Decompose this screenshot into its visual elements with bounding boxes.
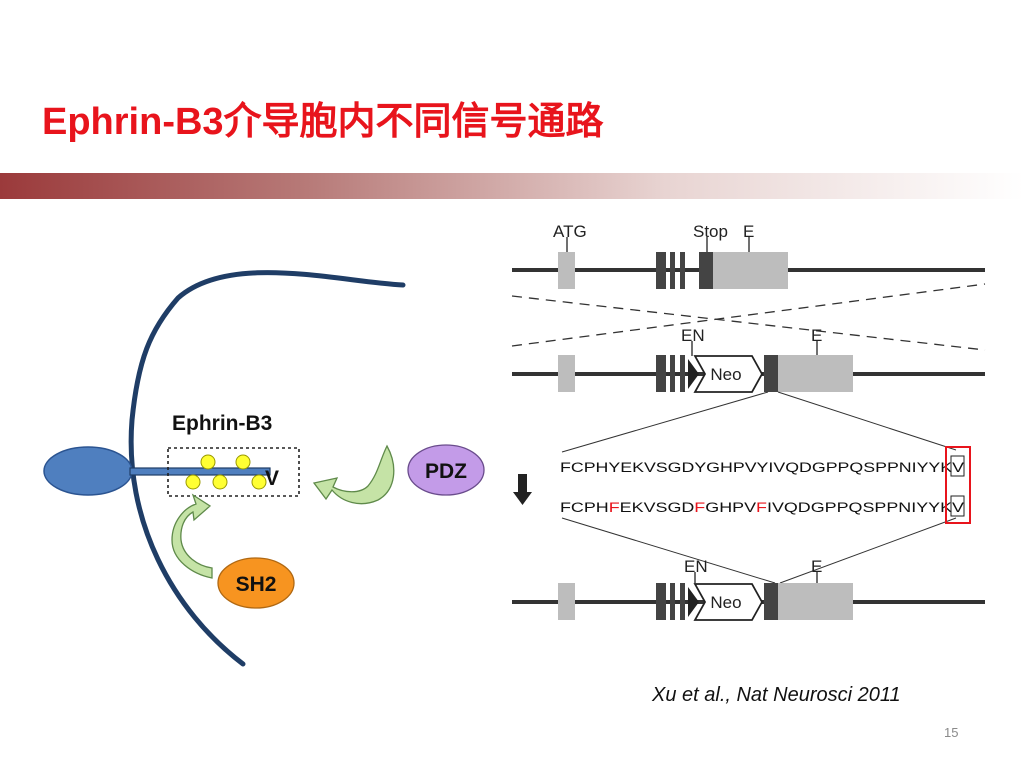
mutated-residue: F bbox=[694, 500, 705, 516]
e-label: E bbox=[811, 557, 822, 576]
exon-block bbox=[656, 355, 666, 392]
wild-type-sequence: FCPHYEKVSGDYGHPVYIVQDGPPQSPPNIYYKV bbox=[560, 460, 965, 476]
ephrin-b3-tail-bar bbox=[129, 467, 271, 476]
exon-block bbox=[670, 252, 675, 289]
neo-cassette bbox=[693, 355, 764, 393]
neo-label: Neo bbox=[710, 365, 741, 384]
exon-block bbox=[558, 583, 575, 620]
stop-label: Stop bbox=[693, 222, 728, 241]
title-gradient-bar bbox=[0, 173, 1024, 199]
exon-block bbox=[558, 355, 575, 392]
slide-title: Ephrin-B3介导胞内不同信号通路 bbox=[42, 101, 604, 143]
exon-block bbox=[680, 583, 685, 620]
ephrin-b3-label: Ephrin-B3 bbox=[172, 412, 272, 435]
exon-block bbox=[764, 583, 778, 620]
neo-cassette bbox=[693, 583, 764, 621]
cell-membrane-curve bbox=[128, 270, 406, 667]
exon-block bbox=[670, 355, 675, 392]
terminal-valine-label: V bbox=[265, 467, 279, 490]
sequence-segment: GHPV bbox=[705, 500, 756, 516]
tyrosine-dot bbox=[200, 454, 216, 470]
highlight-box bbox=[945, 446, 971, 524]
last-exon bbox=[778, 583, 853, 620]
last-exon bbox=[778, 355, 853, 392]
atg-label: ATG bbox=[553, 222, 587, 241]
en-triangle bbox=[688, 359, 699, 389]
tyrosine-dot bbox=[251, 474, 267, 490]
en-triangle bbox=[688, 587, 699, 617]
tyrosine-dot bbox=[185, 474, 201, 490]
zoom-line bbox=[777, 391, 957, 451]
zoom-line bbox=[561, 391, 769, 453]
e-label: E bbox=[811, 326, 822, 345]
wild-type-locus: ATG Stop E bbox=[512, 222, 985, 289]
tyrosine-dot bbox=[235, 454, 251, 470]
terminal-v-box bbox=[950, 495, 965, 517]
crossover-dashed-line bbox=[511, 295, 986, 351]
sh2-domain-oval bbox=[217, 557, 295, 609]
tyrosine-dot bbox=[212, 474, 228, 490]
sh2-label: SH2 bbox=[236, 573, 277, 596]
targeted-allele: Neo EN E bbox=[512, 557, 985, 621]
exon-block bbox=[680, 355, 685, 392]
atg-exon bbox=[558, 252, 575, 289]
targeting-vector: Neo EN E bbox=[512, 326, 985, 393]
crossover-dashed-line bbox=[511, 283, 986, 347]
exon-block bbox=[680, 252, 685, 289]
en-label: EN bbox=[684, 557, 708, 576]
zoom-line bbox=[779, 517, 957, 584]
exon-block bbox=[764, 355, 778, 392]
exon-block bbox=[670, 583, 675, 620]
zoom-line bbox=[561, 517, 776, 584]
pdz-domain-oval bbox=[407, 444, 485, 496]
neo-label: Neo bbox=[710, 593, 741, 612]
terminal-v-box bbox=[950, 455, 965, 477]
sequence-segment: FCPH bbox=[560, 500, 609, 516]
mutated-residue: F bbox=[609, 500, 620, 516]
page-number: 15 bbox=[944, 725, 959, 740]
exon-block bbox=[656, 583, 666, 620]
e-label: E bbox=[743, 222, 754, 241]
mutated-residue: F bbox=[756, 500, 767, 516]
exon-block bbox=[656, 252, 666, 289]
sequence-segment: EKVSGD bbox=[620, 500, 695, 516]
citation: Xu et al., Nat Neurosci 2011 bbox=[652, 684, 901, 706]
ephrin-signaling-schematic: Ephrin-B3 V PDZ SH2 bbox=[43, 270, 485, 667]
cell-body-oval bbox=[43, 446, 133, 496]
pdz-binding-arrow bbox=[312, 444, 395, 505]
down-arrow-icon bbox=[513, 474, 532, 505]
sh2-binding-arrow bbox=[171, 493, 213, 579]
pdz-label: PDZ bbox=[425, 460, 467, 483]
en-label: EN bbox=[681, 326, 705, 345]
exon-block bbox=[699, 252, 713, 289]
gene-targeting-figure: ATG Stop E Neo EN E bbox=[510, 213, 986, 639]
last-exon bbox=[713, 252, 788, 289]
sequence-segment: IVQDGPPQSPPNIYYKV bbox=[767, 500, 965, 516]
